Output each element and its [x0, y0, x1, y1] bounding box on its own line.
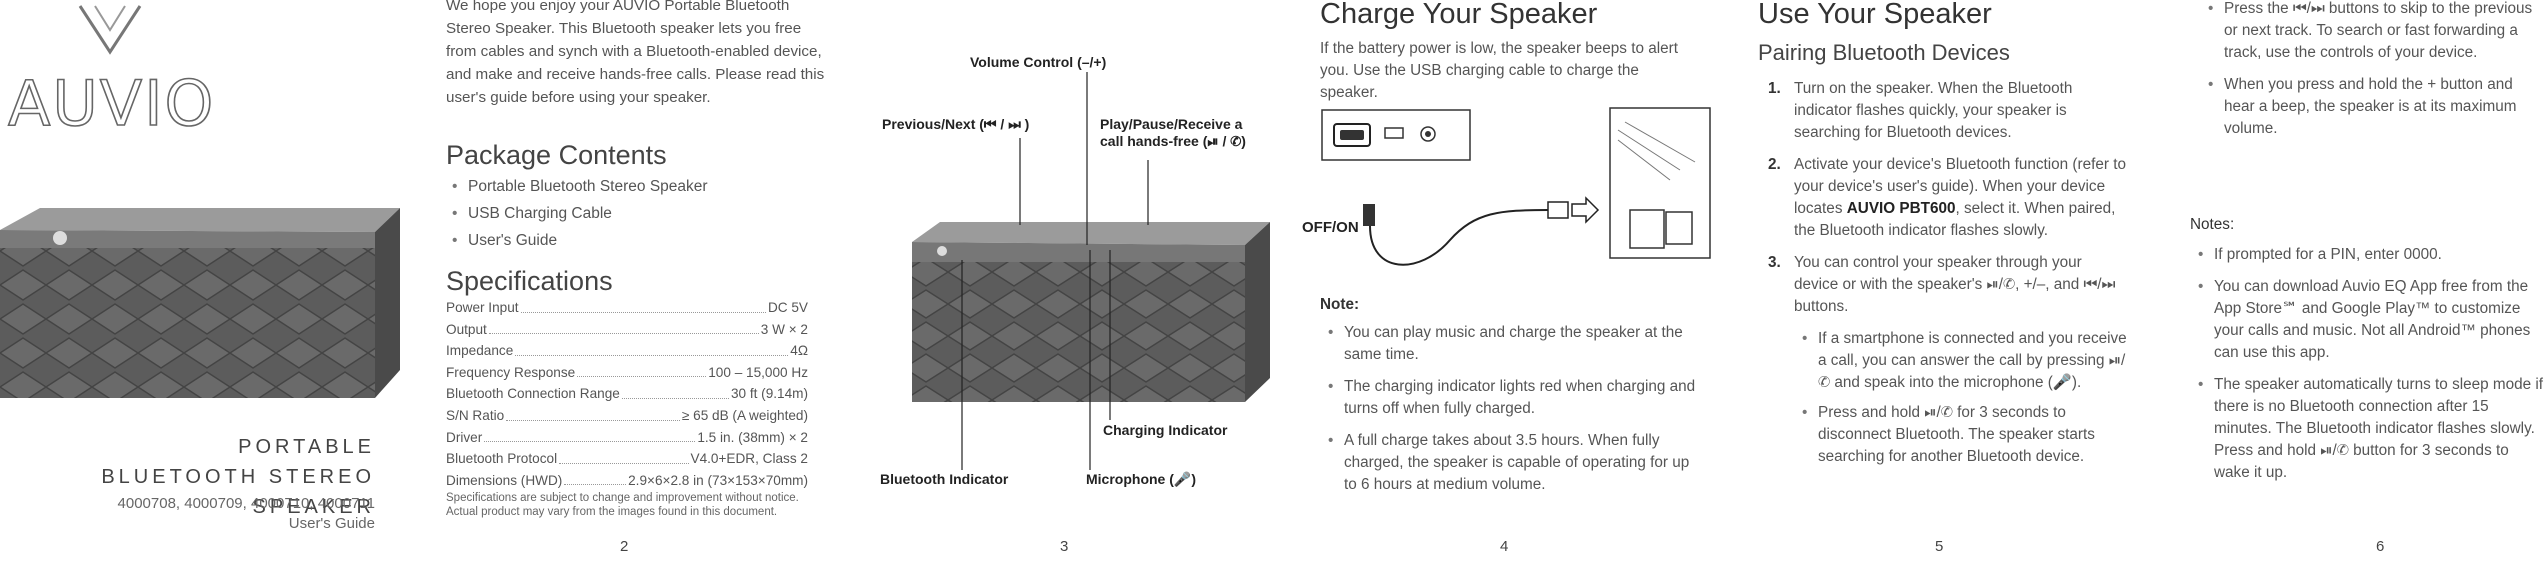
spec-row: Dimensions (HWD) 2.9×6×2.8 in (73×153×70m…: [446, 470, 808, 492]
spec-row: Impedance 4Ω: [446, 340, 808, 362]
note-item: You can download Auvio EQ App free from …: [2190, 276, 2545, 364]
control-bullet: When you press and hold the + button and…: [2200, 74, 2545, 140]
spec-row: Bluetooth Connection Range 30 ft (9.14m): [446, 383, 808, 405]
charging-diagram: [1321, 107, 1711, 266]
spec-value: 4Ω: [790, 343, 808, 359]
use-panel: Use Your Speaker Pairing Bluetooth Devic…: [1740, 0, 2140, 561]
step-2-text-b: , select it. When paired, the Bluetooth …: [1794, 200, 2116, 239]
logo-text: AUVIO: [8, 67, 215, 140]
notes-panel: Press the ⏮/⏭ buttons to skip to the pre…: [2180, 0, 2547, 561]
step-3-sub: Press and hold ⏯/✆ for 3 seconds to disc…: [1794, 402, 2128, 468]
charge-intro: If the battery power is low, the speaker…: [1320, 40, 1678, 101]
cover-title-line2: BLUETOOTH STEREO SPEAKER: [101, 466, 375, 518]
step-1-text: Turn on the speaker. When the Bluetooth …: [1794, 80, 2073, 141]
page-number: 5: [1935, 538, 1944, 555]
charge-note: A full charge takes about 3.5 hours. Whe…: [1320, 430, 1700, 496]
spec-value: ≥ 65 dB (A weighted): [681, 407, 808, 423]
package-heading: Package Contents: [446, 140, 667, 170]
package-item: USB Charging Cable: [446, 200, 708, 227]
cover-models: 4000708, 4000709, 4000710, 4000711 User'…: [118, 494, 375, 534]
page-number: 6: [2376, 538, 2385, 555]
package-section: Package Contents Portable Bluetooth Ster…: [446, 140, 708, 254]
auvio-logo: AUVIO: [7, 5, 215, 140]
note-item: The speaker automatically turns to sleep…: [2190, 374, 2545, 484]
device-name: AUVIO PBT600: [1846, 200, 1956, 217]
spec-heading: Specifications: [446, 266, 613, 296]
page-number: 3: [1060, 538, 1069, 555]
spec-label: Power Input: [446, 300, 519, 315]
callout-prev-next: Previous/Next (⏮ / ⏭ ): [882, 116, 1030, 132]
step-1: 1.Turn on the speaker. When the Bluetoot…: [1768, 80, 2073, 141]
intro-text: We hope you enjoy your AUVIO Portable Bl…: [446, 0, 825, 106]
spec-row: Driver 1.5 in. (38mm) × 2: [446, 427, 808, 449]
spec-label: S/N Ratio: [446, 407, 505, 423]
spec-value: DC 5V: [767, 300, 808, 315]
spec-row: Output 3 W × 2: [446, 319, 808, 341]
spec-row: S/N Ratio ≥ 65 dB (A weighted): [446, 405, 808, 427]
spec-label: Output: [446, 321, 487, 337]
spec-row: Bluetooth Protocol V4.0+EDR, Class 2: [446, 448, 808, 470]
spec-row: Frequency Response 100 – 15,000 Hz: [446, 362, 808, 384]
intro-panel: We hope you enjoy your AUVIO Portable Bl…: [440, 0, 840, 561]
callout-charging-indicator: Charging Indicator: [1103, 422, 1228, 438]
charge-heading: Charge Your Speaker: [1320, 0, 1598, 30]
charge-note: The charging indicator lights red when c…: [1320, 376, 1700, 420]
spec-disclaimer: Specifications are subject to change and…: [446, 492, 799, 519]
spec-label: Driver: [446, 429, 483, 445]
spec-value: 2.9×6×2.8 in (73×153×70mm): [628, 472, 808, 488]
spec-value: 1.5 in. (38mm) × 2: [697, 429, 808, 445]
use-heading: Use Your Speaker: [1758, 0, 1992, 30]
control-bullets: Press the ⏮/⏭ buttons to skip to the pre…: [2200, 0, 2545, 150]
model-numbers: 4000708, 4000709, 4000710, 4000711: [117, 495, 375, 512]
note-label-text: Note: [1320, 296, 1354, 313]
spec-value: 30 ft (9.14m): [730, 386, 808, 402]
diagram-panel: Volume Control (–/+) Previous/Next (⏮ / …: [860, 0, 1280, 561]
step-2-text-a: Activate your device's Bluetooth functio…: [1794, 156, 2126, 217]
users-guide-label: User's Guide: [288, 515, 375, 532]
pairing-subheading: Pairing Bluetooth Devices: [1758, 40, 2010, 65]
pairing-steps: 1.Turn on the speaker. When the Bluetoot…: [1758, 78, 2128, 478]
spec-value: V4.0+EDR, Class 2: [690, 451, 809, 467]
charge-panel: Charge Your Speaker If the battery power…: [1300, 0, 1720, 561]
note-item: If prompted for a PIN, enter 0000.: [2190, 244, 2545, 266]
spec-label: Bluetooth Connection Range: [446, 386, 620, 402]
spec-row: Power Input DC 5V: [446, 297, 808, 319]
spec-label: Impedance: [446, 343, 514, 359]
spec-label: Dimensions (HWD): [446, 472, 563, 488]
callout-microphone: Microphone (🎤): [1086, 471, 1196, 487]
callout-play-pause-line1: Play/Pause/Receive a: [1100, 116, 1243, 132]
note-label: Note:: [1320, 296, 1360, 313]
control-bullet: Press the ⏮/⏭ buttons to skip to the pre…: [2200, 0, 2545, 64]
speaker-image: [0, 208, 400, 398]
notes-label: Notes:: [2190, 216, 2235, 233]
callout-play-pause-line2: call hands-free (⏯ / ✆): [1100, 133, 1246, 149]
off-on-label: OFF/ON: [1302, 219, 1359, 236]
callout-volume: Volume Control (–/+): [970, 54, 1107, 70]
spec-label: Frequency Response: [446, 364, 576, 380]
step-3-sub: If a smartphone is connected and you rec…: [1794, 328, 2128, 394]
notes-list: If prompted for a PIN, enter 0000. You c…: [2190, 244, 2545, 494]
notes-label-text: Notes: [2190, 216, 2230, 233]
specs-section: Specifications Power Input DC 5V Output 3 …: [446, 266, 816, 519]
step-3: 3.You can control your speaker through y…: [1758, 252, 2128, 468]
spec-value: 100 – 15,000 Hz: [708, 364, 808, 380]
cover-panel: AUVIO PORTABLE BLUETOOTH STEREO SPEAKER …: [0, 0, 420, 561]
cover-title: PORTABLE BLUETOOTH STEREO SPEAKER: [0, 432, 375, 522]
step-2: 2.Activate your device's Bluetooth funct…: [1768, 156, 2126, 239]
cover-title-line1: PORTABLE: [238, 436, 375, 458]
package-item: User's Guide: [446, 227, 708, 254]
charge-note: You can play music and charge the speake…: [1320, 322, 1700, 366]
charge-notes: Note: You can play music and charge the …: [1320, 294, 1700, 506]
spec-value: 3 W × 2: [760, 321, 808, 337]
spec-label: Bluetooth Protocol: [446, 451, 558, 467]
page-number: 2: [620, 538, 629, 555]
callout-bluetooth-indicator: Bluetooth Indicator: [880, 471, 1009, 487]
speaker-diagram: [912, 72, 1270, 470]
page-number: 4: [1500, 538, 1509, 555]
package-item: Portable Bluetooth Stereo Speaker: [446, 173, 708, 200]
step-3-text: You can control your speaker through you…: [1794, 254, 2116, 315]
callout-play-pause: Play/Pause/Receive a call hands-free (⏯ …: [1100, 116, 1246, 150]
